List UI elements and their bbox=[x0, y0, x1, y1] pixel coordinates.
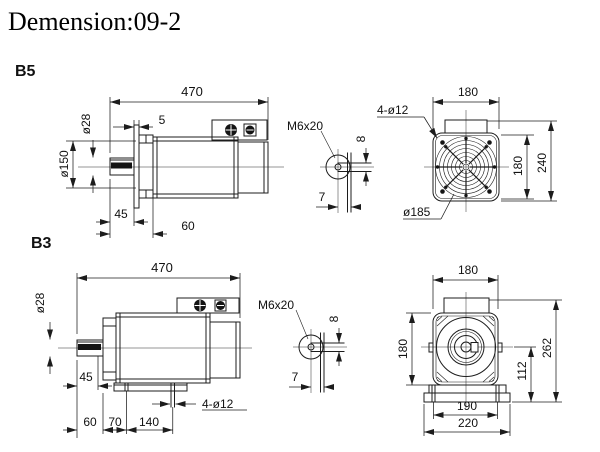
svg-text:470: 470 bbox=[181, 84, 203, 99]
b5-front-dim-180-top: 180 bbox=[432, 85, 500, 129]
b5-front-dim-180-right: 180 bbox=[501, 134, 534, 200]
b3-shaft-end-detail: M6x20 8 7 bbox=[258, 298, 347, 393]
b3-front-view: 180 180 262 112 190 220 bbox=[396, 263, 562, 436]
svg-text:240: 240 bbox=[535, 153, 549, 173]
svg-text:5: 5 bbox=[159, 113, 166, 127]
b3-side-view: 4-ø12 470 ø28 45 bbox=[33, 260, 252, 438]
svg-text:7: 7 bbox=[292, 370, 299, 384]
b5-flange bbox=[133, 124, 154, 209]
b5-motor-body bbox=[152, 136, 269, 199]
b3-motor-body bbox=[102, 312, 241, 384]
svg-text:180: 180 bbox=[458, 85, 478, 99]
b5-side-dim-470: 470 bbox=[109, 84, 269, 153]
b5-front-dim-240: 240 bbox=[501, 121, 557, 202]
svg-text:7: 7 bbox=[319, 190, 326, 204]
b5-front-holes-label: 4-ø12 bbox=[377, 103, 438, 139]
b3-side-dim-470: 470 bbox=[76, 260, 241, 334]
b3-front-dim-180-top: 180 bbox=[432, 263, 499, 309]
svg-text:ø185: ø185 bbox=[403, 205, 431, 219]
b3-front-dim-262: 262 bbox=[512, 300, 562, 403]
b3-front-shaft bbox=[436, 317, 496, 377]
svg-text:8: 8 bbox=[354, 135, 368, 142]
svg-text:180: 180 bbox=[458, 263, 478, 277]
b5-front-view: 4-ø12 ø185 180 180 240 bbox=[377, 85, 557, 220]
fan-grille bbox=[435, 136, 497, 198]
b5-side-dim-60: 60 bbox=[96, 198, 195, 238]
svg-text:70: 70 bbox=[108, 415, 122, 429]
svg-text:220: 220 bbox=[458, 416, 478, 430]
svg-text:190: 190 bbox=[457, 399, 477, 413]
b3-terminal-box bbox=[176, 297, 240, 314]
svg-text:ø28: ø28 bbox=[33, 292, 47, 313]
b5-side-view: 470 5 ø28 ø150 45 bbox=[57, 84, 284, 238]
b3-front-dim-112: 112 bbox=[514, 346, 536, 402]
svg-text:ø150: ø150 bbox=[57, 150, 71, 178]
b3-side-holes-label: 4-ø12 bbox=[152, 397, 247, 411]
b3-detail-dim-7: 7 bbox=[289, 370, 334, 390]
svg-text:262: 262 bbox=[540, 338, 554, 358]
b5-tap-label: M6x20 bbox=[287, 119, 323, 133]
section-label-b5: B5 bbox=[15, 63, 36, 80]
b3-front-terminal-box bbox=[443, 297, 490, 314]
b3-side-dims-bottom: 60 70 140 bbox=[63, 391, 174, 434]
svg-text:180: 180 bbox=[396, 339, 410, 359]
corner-gussets bbox=[436, 315, 495, 383]
b3-front-dim-180-left: 180 bbox=[396, 312, 431, 386]
b3-front-foot bbox=[423, 384, 511, 403]
b5-shaft bbox=[109, 157, 135, 176]
svg-text:4-ø12: 4-ø12 bbox=[377, 103, 409, 117]
b5-detail-dim-8: 8 bbox=[354, 135, 369, 186]
b3-side-dim-45: 45 bbox=[63, 356, 112, 438]
svg-text:ø28: ø28 bbox=[79, 113, 93, 134]
svg-text:45: 45 bbox=[79, 370, 93, 384]
b5-side-dim-45: 45 bbox=[96, 179, 148, 238]
svg-text:112: 112 bbox=[515, 361, 529, 380]
svg-text:180: 180 bbox=[511, 156, 525, 176]
b3-shaft bbox=[76, 339, 104, 357]
b3-tap-label: M6x20 bbox=[258, 298, 294, 312]
b5-detail-dim-7: 7 bbox=[316, 190, 361, 210]
svg-text:8: 8 bbox=[327, 315, 341, 322]
svg-text:4-ø12: 4-ø12 bbox=[202, 397, 234, 411]
b5-side-dim-shaft-dia: ø28 bbox=[79, 113, 96, 193]
b3-feet bbox=[113, 382, 188, 408]
b3-front-dim-190: 190 bbox=[433, 399, 498, 419]
b5-terminal-box bbox=[211, 119, 268, 141]
b5-side-dim-flange-dia: ø150 bbox=[57, 140, 136, 189]
svg-text:60: 60 bbox=[83, 415, 97, 429]
svg-text:60: 60 bbox=[181, 219, 195, 233]
svg-text:470: 470 bbox=[151, 260, 173, 275]
section-label-b3: B3 bbox=[31, 235, 52, 252]
page-title: Demension:09-2 bbox=[8, 7, 181, 36]
svg-text:45: 45 bbox=[114, 207, 128, 221]
b5-shaft-end-detail: M6x20 8 7 bbox=[287, 119, 374, 213]
svg-text:140: 140 bbox=[139, 415, 159, 429]
b3-front-dim-220: 220 bbox=[423, 404, 511, 436]
b3-side-dim-shaft-dia: ø28 bbox=[33, 292, 53, 374]
b5-front-spigot-label: ø185 bbox=[403, 193, 455, 220]
b5-side-dim-5: 5 bbox=[113, 113, 166, 130]
b3-detail-dim-8: 8 bbox=[327, 315, 342, 366]
